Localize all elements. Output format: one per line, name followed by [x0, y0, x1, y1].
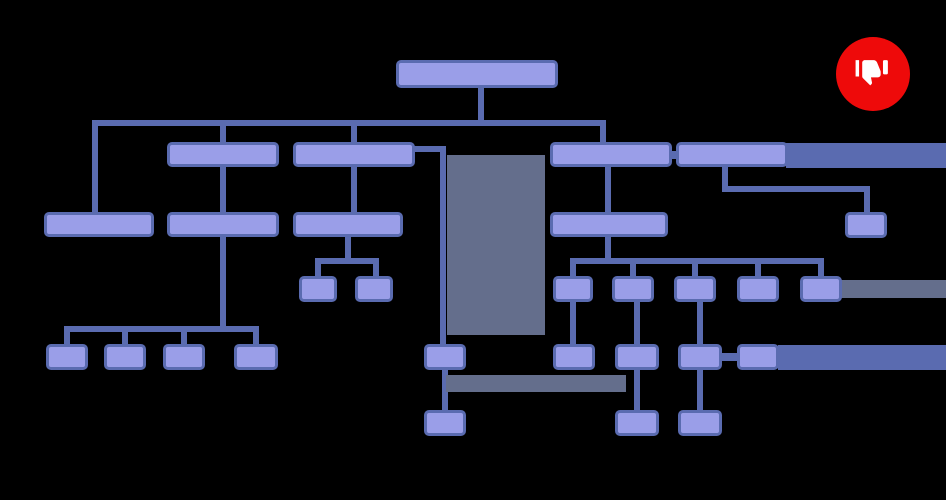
edge-n4-seg-right: [722, 152, 728, 186]
edge-r3-drop-2: [630, 258, 636, 278]
edge-n7-drop-1: [315, 258, 321, 278]
tree-node[interactable]: [167, 212, 279, 237]
thumbs-down-badge[interactable]: [836, 37, 910, 111]
right-bar-row3: [841, 280, 946, 298]
tree-node[interactable]: [612, 276, 654, 302]
edge-bl-drop-4: [253, 326, 259, 346]
edge-bl-drop-2: [122, 326, 128, 346]
tree-node[interactable]: [293, 212, 403, 237]
edge-n7-drop-2: [373, 258, 379, 278]
tree-node-leaf[interactable]: [46, 344, 88, 370]
tree-node-leaf[interactable]: [355, 276, 393, 302]
edge-n13-n23: [634, 302, 640, 346]
edge-n23-n27: [634, 370, 640, 412]
tree-node[interactable]: [674, 276, 716, 302]
tree-node[interactable]: [800, 276, 842, 302]
tree-node[interactable]: [845, 212, 887, 238]
edge-r3-drop-5: [818, 258, 824, 278]
edge-n4-seg-down: [864, 186, 870, 214]
tree-node[interactable]: [737, 344, 779, 370]
tree-node-root[interactable]: [396, 60, 558, 88]
edge-bl-drop-1: [64, 326, 70, 346]
edge-root-bus: [92, 120, 606, 126]
edge-n2-n7: [351, 166, 357, 214]
tree-node-leaf[interactable]: [163, 344, 205, 370]
edge-n7-down: [345, 236, 351, 258]
edge-n4-seg-h: [722, 186, 870, 192]
edge-n12-n22: [570, 302, 576, 346]
tree-node[interactable]: [737, 276, 779, 302]
tree-node[interactable]: [550, 142, 672, 167]
tree-node-leaf[interactable]: [615, 410, 659, 436]
tree-node[interactable]: [676, 142, 788, 167]
edge-n14-n24: [697, 302, 703, 346]
edge-n3-n4: [668, 151, 680, 159]
edge-root-stem: [478, 88, 484, 120]
edge-bl-bus: [64, 326, 256, 332]
edge-n8-down: [605, 236, 611, 258]
tree-node-leaf[interactable]: [299, 276, 337, 302]
edge-bus-drop-1: [92, 120, 98, 214]
edge-n2-branch-h: [410, 146, 446, 152]
edge-n1-n6: [220, 166, 226, 214]
tree-node-leaf[interactable]: [424, 410, 466, 436]
edge-bl-drop-3: [181, 326, 187, 346]
edge-bus-drop-4: [600, 120, 606, 144]
edge-n24-n25: [720, 353, 740, 361]
tree-node-leaf[interactable]: [678, 410, 722, 436]
edge-n21-down: [442, 370, 448, 412]
tree-node-leaf[interactable]: [104, 344, 146, 370]
edge-n24-n28: [697, 370, 703, 412]
thumbs-down-icon: [854, 55, 892, 93]
tree-node[interactable]: [550, 212, 668, 237]
right-bar-row1: [786, 143, 946, 168]
edge-r3-drop-3: [692, 258, 698, 278]
right-bar-row4: [778, 345, 946, 370]
tree-node[interactable]: [615, 344, 659, 370]
edge-bus-drop-2: [220, 120, 226, 144]
edge-n2-branch-down: [440, 146, 446, 348]
tree-node[interactable]: [167, 142, 279, 167]
tree-node[interactable]: [44, 212, 154, 237]
tree-node[interactable]: [424, 344, 466, 370]
tree-node[interactable]: [293, 142, 415, 167]
edge-bus-drop-3: [351, 120, 357, 144]
edge-n7-bus: [315, 258, 379, 264]
tree-node[interactable]: [678, 344, 722, 370]
edge-n6-down: [220, 236, 226, 326]
edge-r3-drop-4: [755, 258, 761, 278]
center-overlay-block: [447, 155, 545, 335]
edge-r3-drop-1: [570, 258, 576, 278]
bottom-bar-left: [446, 375, 626, 392]
tree-node-leaf[interactable]: [234, 344, 278, 370]
tree-node[interactable]: [553, 276, 593, 302]
edge-n3-n8: [605, 166, 611, 214]
tree-node[interactable]: [553, 344, 595, 370]
